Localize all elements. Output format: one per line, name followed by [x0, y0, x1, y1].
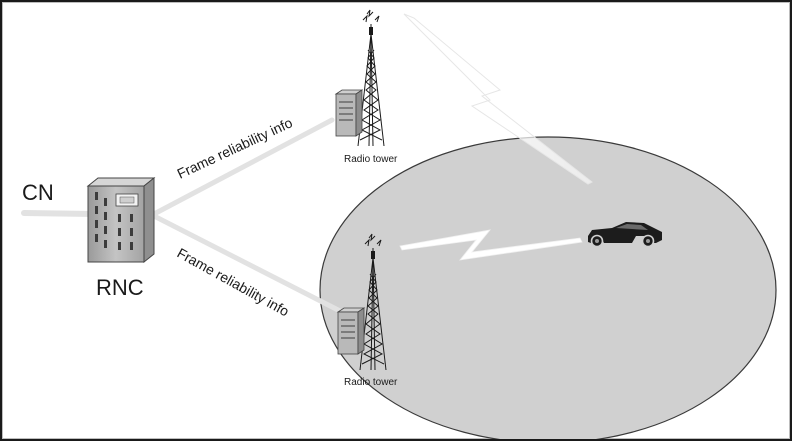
tower-label-top: Radio tower: [344, 154, 398, 165]
radio-tower-icon: [336, 233, 387, 371]
cn-label: CN: [22, 180, 54, 205]
equipment-cabinet: [336, 307, 366, 355]
cell-coverage-area: [319, 136, 777, 439]
radio-tower-icon: [334, 9, 385, 147]
equipment-cabinet: [334, 89, 364, 137]
wireless-beam-top-tower: [403, 13, 593, 185]
link-rnc-to-top-tower: [151, 117, 335, 217]
wired-links: [21, 117, 345, 315]
tower-label-bottom: Radio tower: [344, 377, 398, 388]
rnc-label: RNC: [96, 275, 144, 300]
car-icon: [588, 222, 662, 248]
link-rnc-to-bottom-tower: [151, 213, 345, 315]
cn-link: [21, 210, 97, 217]
server-cabinet-icon: [86, 176, 156, 264]
wireless-beam-bottom-tower: [399, 229, 583, 261]
